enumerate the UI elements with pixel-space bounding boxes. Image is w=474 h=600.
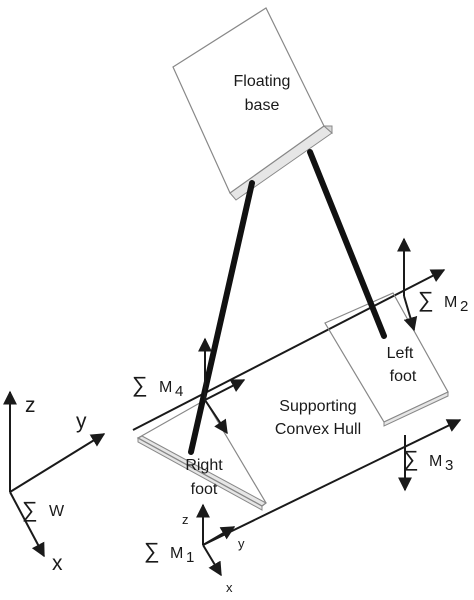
left-leg bbox=[307, 149, 387, 339]
frame-m4-name: M bbox=[159, 379, 172, 396]
frame-m2-subscript: 2 bbox=[460, 298, 468, 315]
left-foot-label-line2: foot bbox=[390, 368, 417, 385]
world-x-label: x bbox=[52, 552, 63, 575]
frame-m1-x-label: x bbox=[226, 580, 233, 595]
frame-m1-y-label: y bbox=[238, 536, 245, 551]
frame-m1-z-label: z bbox=[182, 512, 189, 527]
world-y-label: y bbox=[76, 410, 87, 433]
world-z-label: z bbox=[25, 394, 36, 417]
right-foot-plate: Right foot bbox=[136, 399, 267, 511]
frame-m1-subscript: 1 bbox=[186, 549, 194, 566]
frame-m4-subscript: 4 bbox=[175, 383, 183, 400]
frame-m2-name: M bbox=[444, 294, 457, 311]
frame-m4-label: ∑ M 4 bbox=[132, 372, 183, 400]
support-label-line2: Convex Hull bbox=[275, 421, 361, 438]
frame-m1-name: M bbox=[170, 545, 183, 562]
frame-m1-label: z y x ∑ M 1 bbox=[144, 512, 245, 595]
right-foot-label-line1: Right bbox=[185, 457, 223, 474]
world-frame-axes bbox=[2, 390, 106, 558]
world-sigma: ∑ bbox=[22, 497, 38, 522]
frame-m1-axes bbox=[196, 503, 236, 577]
frame-m3-name: M bbox=[429, 453, 442, 470]
floating-base-label-line1: Floating bbox=[234, 73, 291, 90]
world-frame-name: W bbox=[49, 503, 65, 520]
frame-m4-axes bbox=[198, 337, 246, 435]
frame-m3-label: ∑ M 3 bbox=[403, 446, 453, 474]
frame-m4-sigma: ∑ bbox=[132, 372, 148, 397]
right-foot-label-line2: foot bbox=[191, 481, 218, 498]
support-label-line1: Supporting bbox=[279, 398, 356, 415]
right-leg bbox=[188, 180, 255, 455]
support-hull-lines bbox=[132, 269, 462, 546]
frame-m2-label: ∑ M 2 bbox=[418, 287, 468, 315]
world-frame-labels: z y x ∑ W bbox=[22, 394, 87, 575]
frame-m2-sigma: ∑ bbox=[418, 287, 434, 312]
frame-m3-sigma: ∑ bbox=[403, 446, 419, 471]
floating-base-label-line2: base bbox=[245, 97, 280, 114]
frame-m2-axes bbox=[397, 237, 418, 332]
floating-base-box: Floating base bbox=[172, 7, 333, 201]
frame-m1-sigma: ∑ bbox=[144, 538, 160, 563]
frame-m3-subscript: 3 bbox=[445, 457, 453, 474]
left-foot-label-line1: Left bbox=[387, 345, 414, 362]
